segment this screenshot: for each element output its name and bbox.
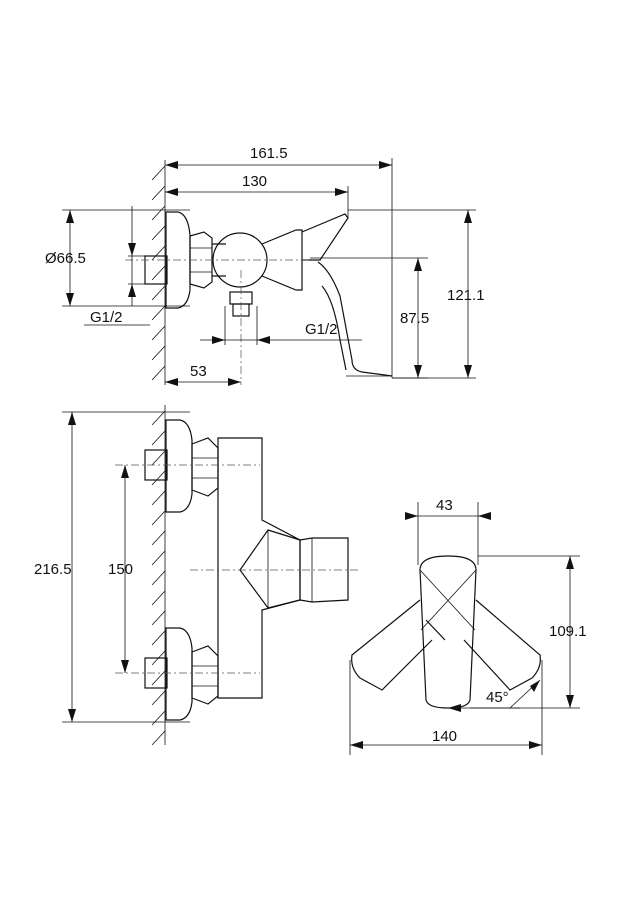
- lever-front: [299, 537, 349, 603]
- lever-handle: [317, 261, 393, 377]
- side-view: 161.5 130 Ø66.5 G1/2 G1/2 53: [45, 145, 485, 386]
- lever-swing-left: [351, 599, 433, 691]
- lever-knob: [419, 555, 477, 709]
- dim-overall-length: 161.5: [250, 145, 288, 162]
- dim-overall-height: 216.5: [34, 561, 72, 578]
- lever-top: [301, 213, 349, 261]
- cartridge-front: [239, 529, 301, 609]
- dim-lever-swing: 140: [432, 728, 457, 745]
- flange-upper: [165, 419, 193, 513]
- dim-inlet-spacing: 150: [108, 561, 133, 578]
- union-nut: [189, 231, 213, 289]
- lever-swing-right: [463, 599, 541, 691]
- dim-inlet-thread: G1/2: [90, 309, 123, 326]
- wall-hatching: [151, 165, 166, 381]
- dim-lever-width: 43: [436, 497, 453, 514]
- dim-outlet-thread: G1/2: [305, 321, 338, 338]
- dim-lever-angle: 45°: [486, 689, 509, 706]
- dim-lever-height: 87.5: [400, 310, 429, 327]
- nut-upper: [191, 437, 219, 497]
- dim-total-height: 121.1: [447, 287, 485, 304]
- front-view: 216.5 150: [34, 405, 360, 746]
- wall-flange: [165, 211, 191, 309]
- dim-lever-length: 109.1: [549, 623, 587, 640]
- nut-lower: [191, 645, 219, 705]
- wall-hatching-front: [151, 410, 166, 746]
- dim-flange-diameter: Ø66.5: [45, 250, 86, 267]
- dim-outlet-offset: 53: [190, 363, 207, 380]
- dim-body-length: 130: [242, 173, 267, 190]
- flange-lower: [165, 627, 193, 721]
- mixer-body-front: [217, 437, 301, 699]
- lever-top-view: 43 109.1 45° 140: [349, 497, 587, 755]
- inlet-pipe: [144, 255, 168, 285]
